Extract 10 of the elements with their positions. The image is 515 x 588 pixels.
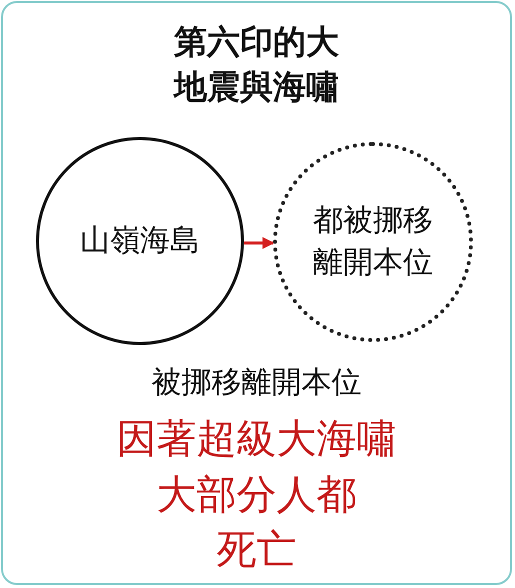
caption-text: 死亡 [216, 526, 298, 574]
node-text: 都被挪移離開本位 [312, 202, 434, 282]
dotted-circle [273, 142, 473, 342]
caption-text: 因著超級大海嘯 [116, 415, 398, 463]
caption-text: 被挪移離開本位 [150, 365, 362, 401]
caption-text: 大部分人都 [156, 471, 358, 519]
node-text: 山嶺海島 [79, 222, 201, 260]
title: 第六印的大地震與海嘯 [172, 21, 340, 108]
arrow [244, 237, 274, 249]
circle [36, 137, 244, 345]
